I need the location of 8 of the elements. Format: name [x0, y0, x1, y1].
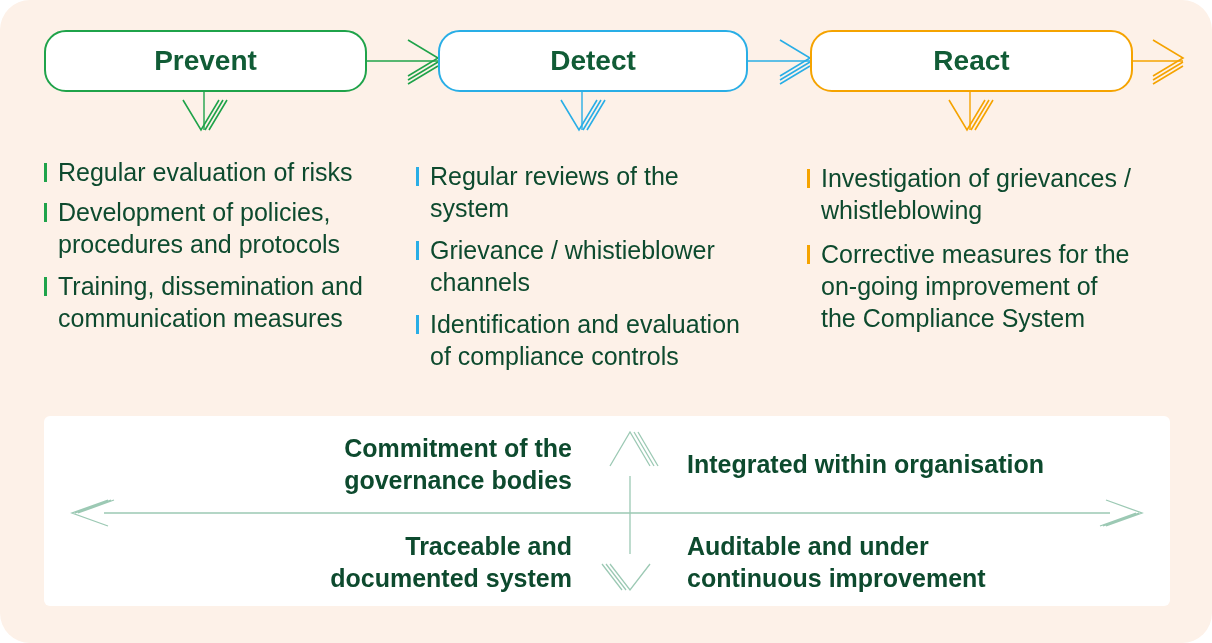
principle-text: Integrated within organisation [687, 449, 1045, 480]
stage-box: React [810, 30, 1133, 92]
principle-text: Commitment of the governance bodies [343, 433, 572, 496]
stage-box: Detect [438, 30, 748, 92]
principle-text: Traceable and documented system [329, 531, 572, 594]
stage-box: Prevent [44, 30, 367, 92]
principle-text: Auditable and under continuous improvement [687, 531, 987, 594]
principles-panel [44, 416, 1170, 606]
